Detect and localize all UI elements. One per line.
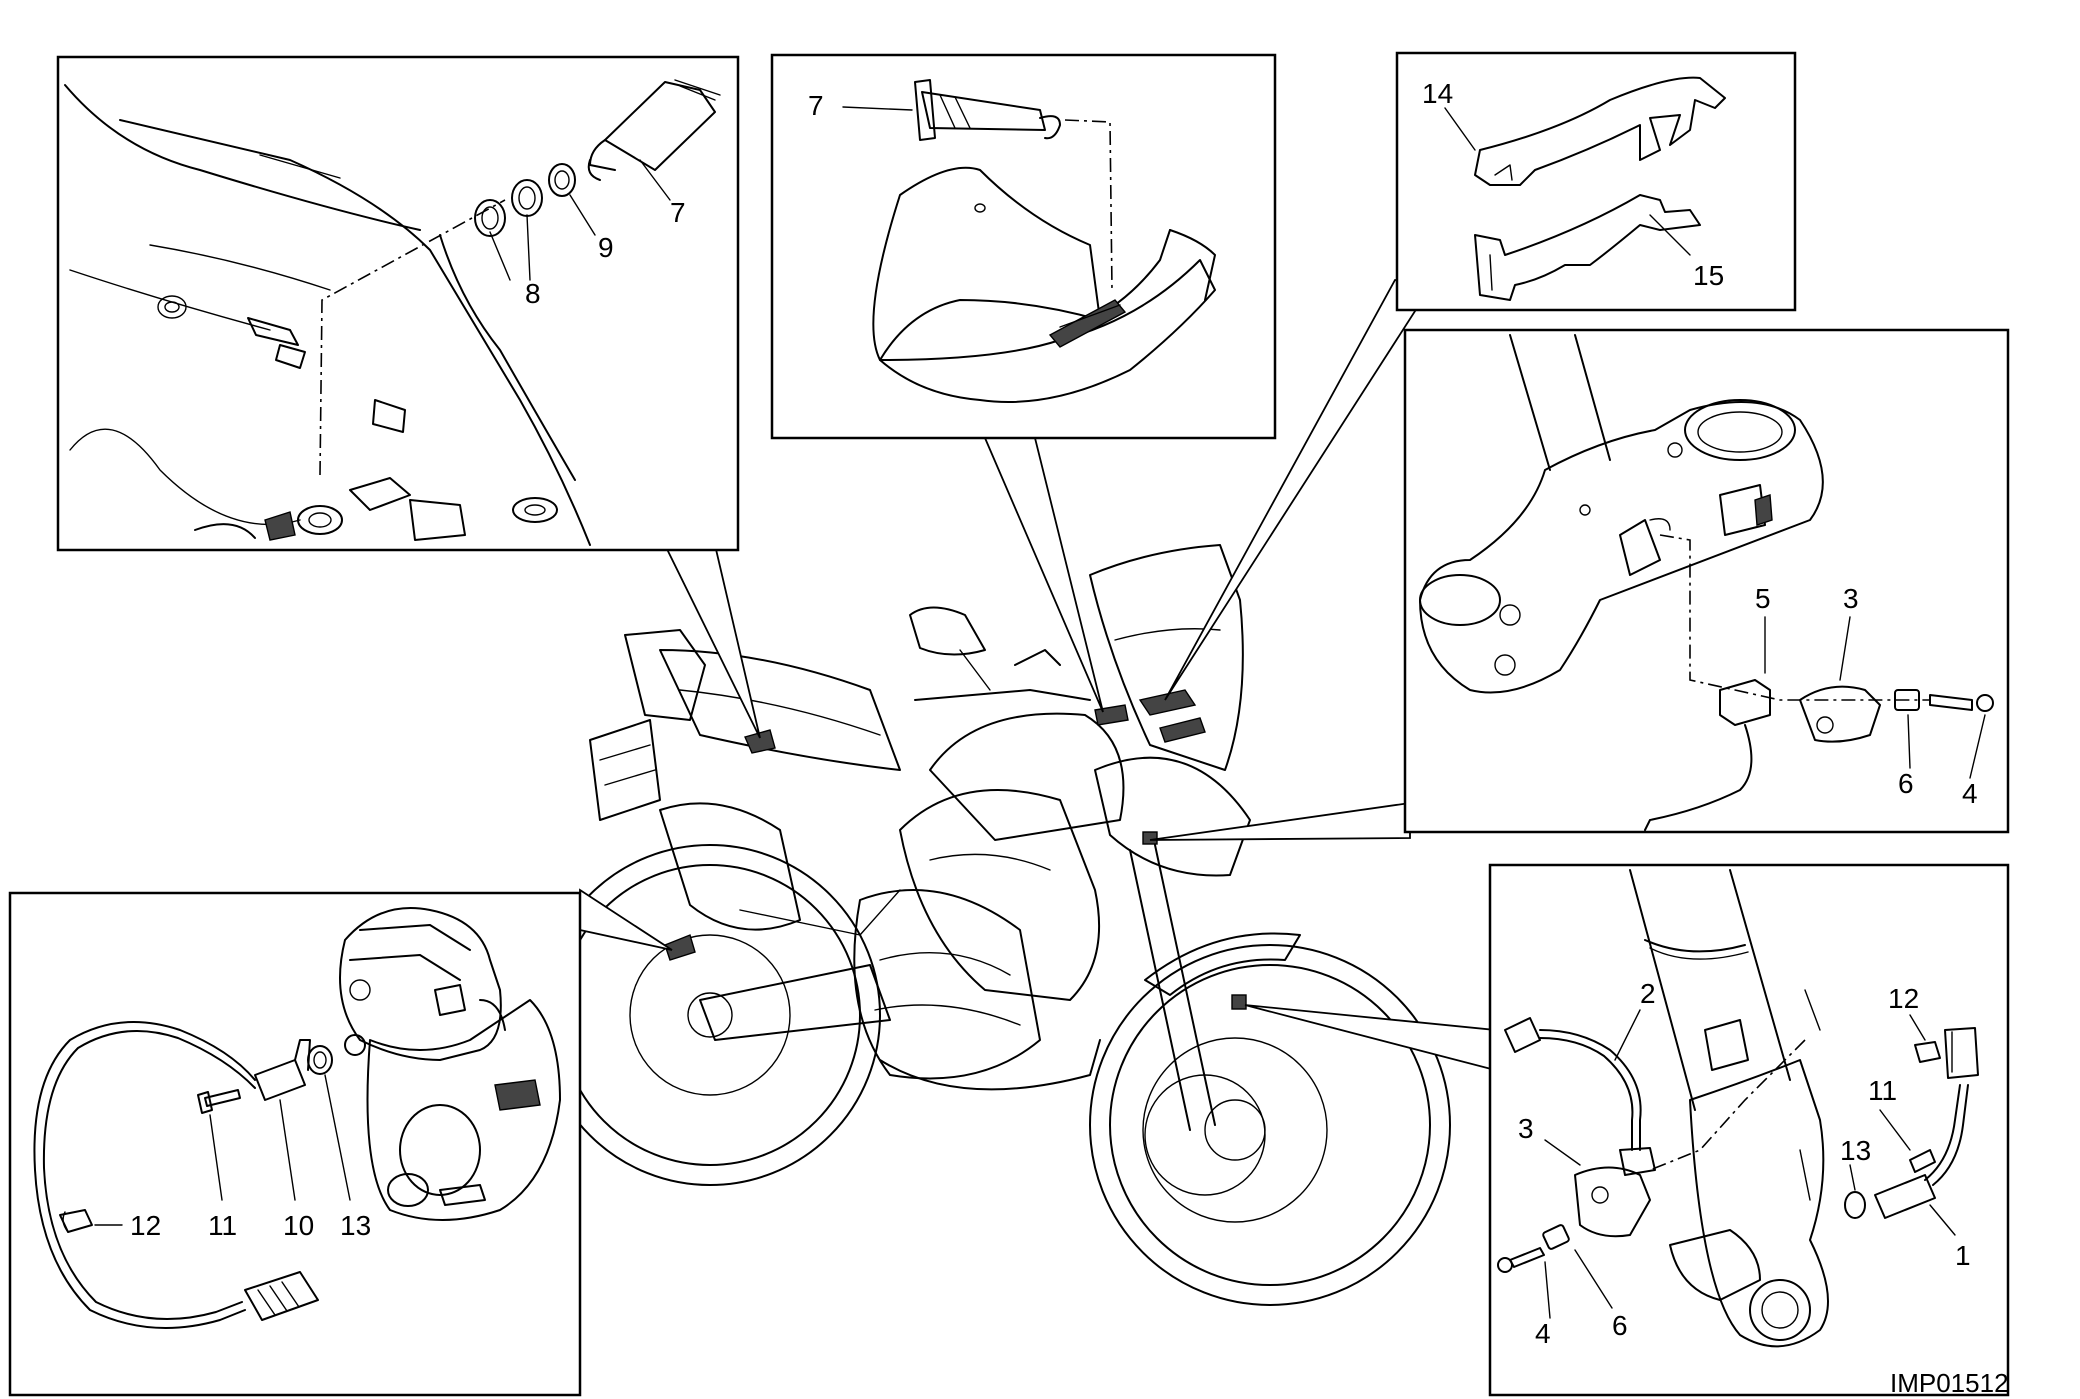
callout-label-10: 10 — [283, 1210, 314, 1241]
motorcycle-illustration — [539, 544, 1451, 1306]
detail-panel-fuel-sensor-tank: 7 — [770, 53, 1277, 440]
callout-label-13: 13 — [340, 1210, 371, 1241]
callout-label-12: 12 — [1888, 983, 1919, 1014]
callout-label-13: 13 — [1840, 1135, 1871, 1166]
callout-label-4: 4 — [1535, 1318, 1551, 1349]
detail-panel-yoke-sensor: 5 3 6 4 — [1403, 328, 2010, 834]
callout-label-8: 8 — [525, 278, 541, 309]
callout-label-7: 7 — [808, 90, 824, 121]
drawing-code: IMP01512 — [1890, 1368, 2009, 1398]
detail-panel-rear-speed-sensor: 12 11 10 13 — [8, 891, 582, 1397]
callout-label-7: 7 — [670, 197, 686, 228]
callout-label-3: 3 — [1518, 1113, 1534, 1144]
detail-panel-brackets: 14 15 — [1395, 51, 1797, 312]
callout-label-2: 2 — [1640, 978, 1656, 1009]
callout-label-6: 6 — [1612, 1310, 1628, 1341]
detail-panel-fuel-sensor-seat: 7 8 9 — [56, 55, 740, 552]
callout-label-11: 11 — [1868, 1075, 1897, 1106]
callout-label-9: 9 — [598, 232, 614, 263]
callout-label-12: 12 — [130, 1210, 161, 1241]
callout-label-6: 6 — [1898, 768, 1914, 799]
callout-label-5: 5 — [1755, 583, 1771, 614]
callout-label-11: 11 — [208, 1210, 237, 1241]
detail-panel-front-speed-sensor: 2 12 11 3 13 1 4 6 — [1488, 863, 2010, 1397]
callout-label-1: 1 — [1955, 1240, 1971, 1271]
callout-label-3: 3 — [1843, 583, 1859, 614]
callout-label-15: 15 — [1693, 260, 1724, 291]
callout-label-14: 14 — [1422, 78, 1453, 109]
callout-label-4: 4 — [1962, 778, 1978, 809]
